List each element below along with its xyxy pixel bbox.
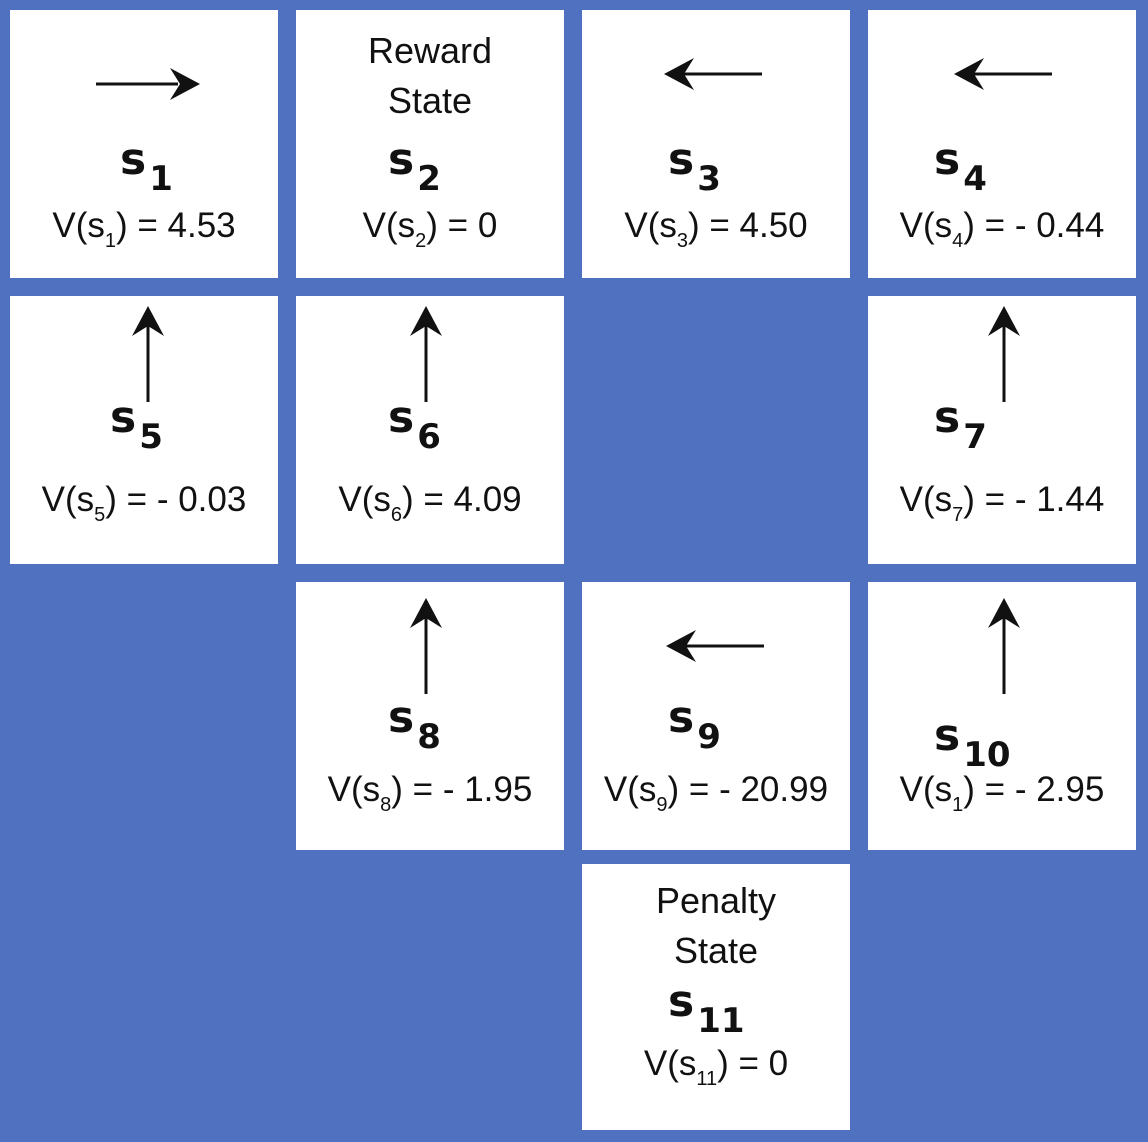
cell-s9: s9 V(s9) = - 20.99	[582, 582, 850, 850]
reward-state-caption: Reward State	[367, 30, 493, 121]
value-label-s5: V(s5) = - 0.03	[41, 480, 247, 526]
value-label-s2: V(s2) = 0	[362, 206, 498, 252]
state-label-s10: s10	[934, 710, 1011, 775]
cell-s11: Penalty State s11 V(s11) = 0	[582, 864, 850, 1130]
value-label-s3: V(s3) = 4.50	[624, 206, 808, 252]
state-label-s6: s6	[388, 392, 441, 457]
cell-s6: s6 V(s6) = 4.09	[296, 296, 564, 564]
value-label-s1: V(s1) = 4.53	[52, 206, 236, 252]
value-label-s9: V(s9) = - 20.99	[603, 770, 829, 816]
state-label-s9: s9	[668, 692, 721, 757]
cell-s5: s5 V(s5) = - 0.03	[10, 296, 278, 564]
state-label-s7: s7	[934, 392, 987, 457]
value-label-s7: V(s7) = - 1.44	[899, 480, 1105, 526]
value-label-s6: V(s6) = 4.09	[338, 480, 522, 526]
up-arrow-icon	[410, 598, 442, 694]
right-arrow-icon	[96, 68, 200, 100]
left-arrow-icon	[954, 58, 1052, 90]
cell-s8: s8 V(s8) = - 1.95	[296, 582, 564, 850]
cell-s10: s10 V(s1) = - 2.95	[868, 582, 1136, 850]
cell-s2: Reward State s2 V(s2) = 0	[296, 10, 564, 278]
left-arrow-icon	[666, 630, 764, 662]
up-arrow-icon	[410, 306, 442, 402]
value-label-s10: V(s1) = - 2.95	[899, 770, 1105, 816]
penalty-state-caption: Penalty State	[655, 880, 777, 971]
state-label-s1: s1	[120, 134, 173, 199]
state-label-s3: s3	[668, 134, 721, 199]
cell-s1: s1 V(s1) = 4.53	[10, 10, 278, 278]
state-label-s8: s8	[388, 692, 441, 757]
state-label-s5: s5	[110, 392, 163, 457]
up-arrow-icon	[988, 598, 1020, 694]
state-label-s4: s4	[934, 134, 987, 199]
up-arrow-icon	[132, 306, 164, 402]
value-label-s4: V(s4) = - 0.44	[899, 206, 1105, 252]
state-label-s2: s2	[388, 134, 441, 199]
state-label-s11: s11	[668, 976, 745, 1041]
cell-s3: s3 V(s3) = 4.50	[582, 10, 850, 278]
up-arrow-icon	[988, 306, 1020, 402]
cell-s7: s7 V(s7) = - 1.44	[868, 296, 1136, 564]
value-label-s8: V(s8) = - 1.95	[327, 770, 533, 816]
cell-s4: s4 V(s4) = - 0.44	[868, 10, 1136, 278]
value-label-s11: V(s11) = 0	[643, 1044, 789, 1090]
left-arrow-icon	[664, 58, 762, 90]
